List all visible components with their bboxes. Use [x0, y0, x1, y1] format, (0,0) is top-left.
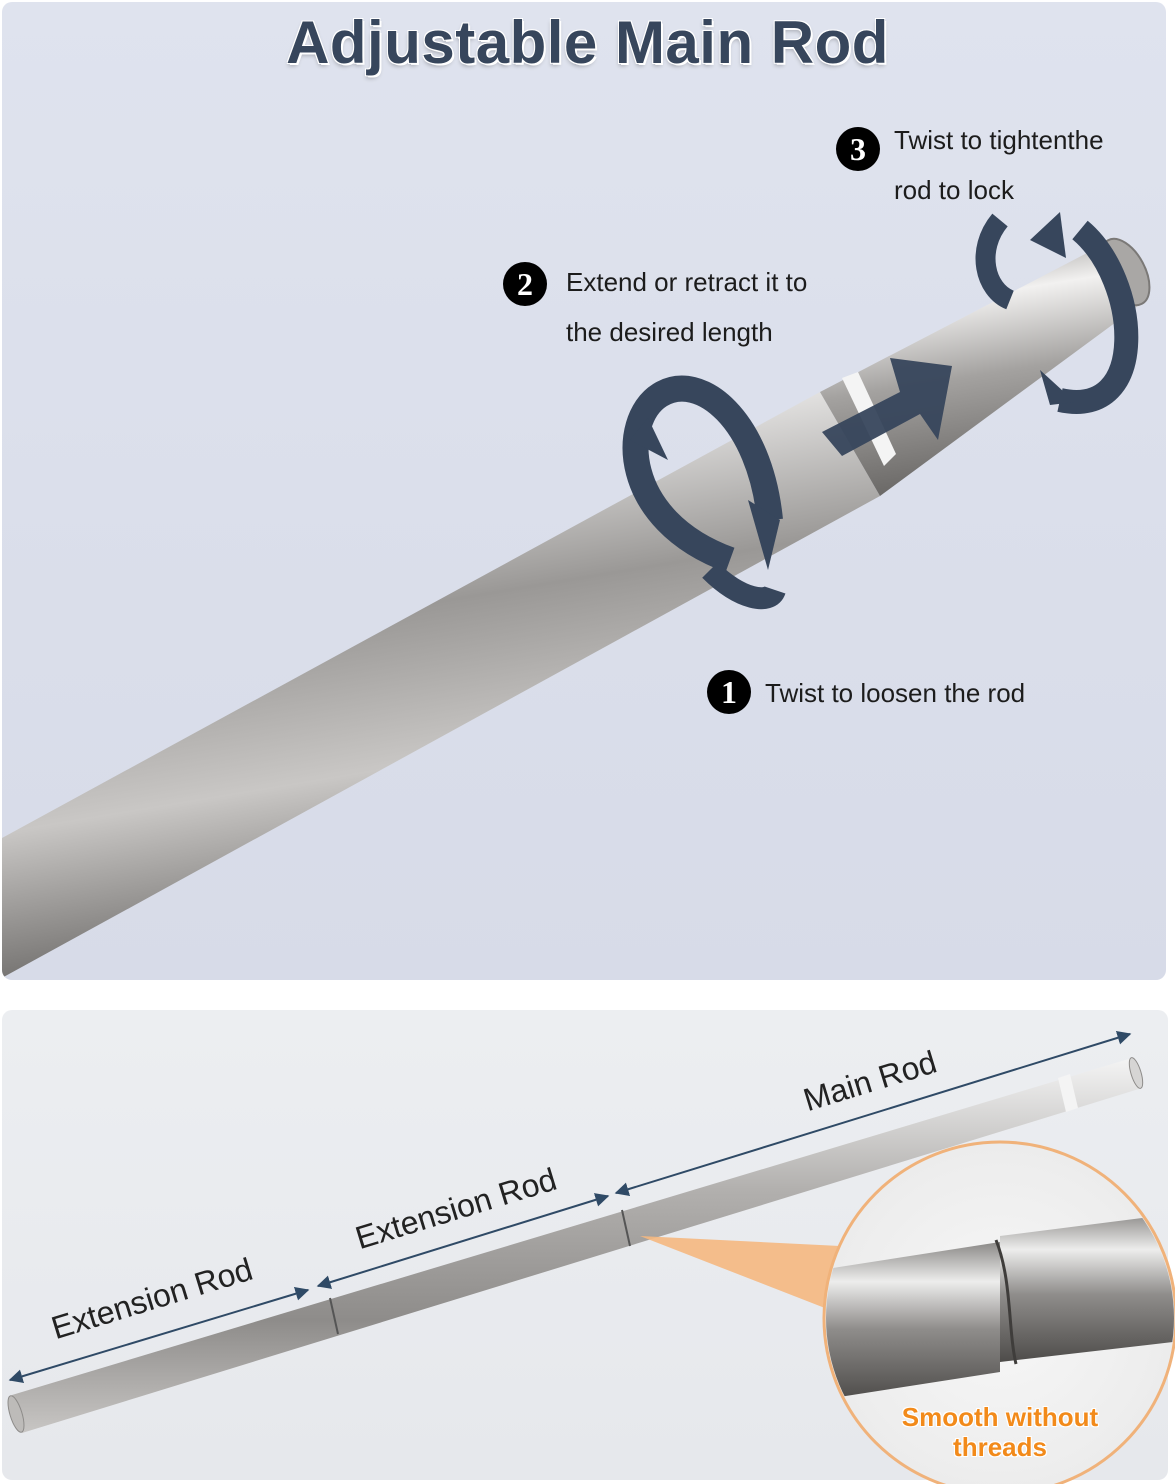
inner-tube [820, 240, 1146, 496]
step-2-line1: Extend or retract it to [566, 267, 808, 297]
extend-arrow-icon [822, 358, 952, 456]
step-2-line2: the desired length [566, 317, 773, 347]
step-3-line1: Twist to tightenthe [894, 125, 1104, 155]
zoom-caption-line2: threads [953, 1432, 1047, 1462]
zoom-rod [826, 1212, 1174, 1400]
dimension-arrows [8, 1031, 1132, 1384]
outer-tube [2, 392, 880, 980]
rotate-arrow-1-icon [622, 375, 783, 573]
step-3-line2: rod to lock [894, 175, 1014, 205]
step-1-badge: 1 [707, 670, 751, 714]
page-title: Adjustable Main Rod [286, 9, 889, 76]
zoom-caption-line1: Smooth without [901, 1402, 1099, 1432]
rotate-arrow-3-icon [1057, 220, 1139, 414]
step-2-badge: 2 [503, 262, 547, 306]
step-3-badge: 3 [836, 127, 880, 171]
zoom-pointer [640, 1236, 840, 1310]
zoom-caption: Smooth without threads [860, 1402, 1140, 1462]
step-1-text: Twist to loosen the rod [765, 678, 1026, 708]
